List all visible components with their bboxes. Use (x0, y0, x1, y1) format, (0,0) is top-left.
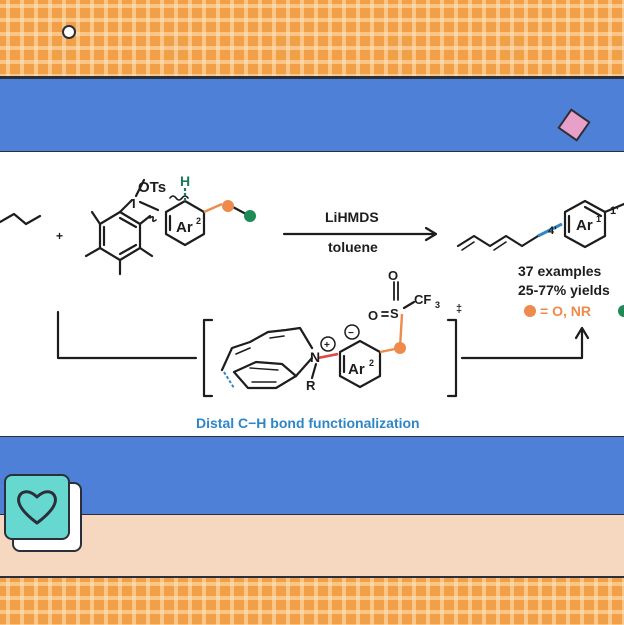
top-patterned-band (0, 0, 624, 78)
product-chain (456, 234, 540, 248)
ots-label: OTs (138, 179, 166, 196)
reaction-scheme: + OTs I H Ar 2 LiHMDS toluene 4' 1' Ar 1… (0, 173, 624, 431)
ts-phenyl-ring (232, 360, 298, 390)
ts-diene (220, 326, 314, 372)
ar2-superscript: 2 (196, 216, 201, 226)
double-dagger: ‡ (456, 303, 462, 315)
position-1-label: 1' (610, 205, 619, 217)
caption: Distal C−H bond functionalization (196, 415, 420, 431)
iodine-label: I (132, 196, 136, 211)
legend-orange-dot (524, 305, 536, 317)
examples-count: 37 examples (518, 263, 601, 279)
minus-charge: − (348, 328, 354, 339)
legend-green-dot (618, 305, 624, 317)
plus-sign: + (56, 229, 63, 243)
reagent-label: LiHMDS (325, 209, 379, 225)
legend-orange-text: = O, NR (540, 303, 591, 319)
connector-right (460, 328, 584, 360)
ts-bracket-right (446, 318, 458, 398)
top-blue-band (0, 76, 624, 154)
bottom-patterned-band (0, 578, 624, 625)
ts-ar2-ring (338, 339, 382, 389)
green-group-dot (244, 210, 256, 222)
ts-bracket-left (202, 318, 214, 398)
bottom-blue-band (0, 437, 624, 517)
nitrogen-label: N (310, 349, 320, 365)
hydrogen-label: H (180, 173, 190, 189)
plus-charge: + (324, 340, 330, 351)
ar1-label: Ar (576, 217, 593, 234)
sulfur-label: S (390, 306, 399, 321)
yield-range: 25-77% yields (518, 282, 610, 298)
circle-decoration (62, 25, 76, 39)
sulfonyl-o-left: O (368, 308, 378, 323)
cf3-label: CF (414, 292, 431, 307)
heart-card (4, 474, 70, 540)
forming-bond (223, 371, 235, 389)
ts-orange-dot (394, 342, 406, 354)
ar1-superscript: 1 (596, 214, 601, 224)
orange-heteroatom-dot (222, 200, 234, 212)
position-4-label: 4' (548, 225, 557, 237)
reaction-scheme-panel: + OTs I H Ar 2 LiHMDS toluene 4' 1' Ar 1… (0, 152, 624, 439)
cf3-subscript: 3 (435, 300, 440, 310)
n-aryl-bond (317, 352, 339, 360)
allyl-fragment (0, 212, 42, 226)
heart-icon (17, 490, 57, 525)
new-cc-bond (537, 222, 563, 238)
ts-ar2-label: Ar (348, 361, 365, 378)
solvent-label: toluene (328, 239, 378, 255)
sulfonyl-o-top: O (388, 268, 398, 283)
ar1-ring (563, 199, 607, 249)
aryl-iodine-bond (118, 198, 134, 214)
r-group-label: R (306, 378, 316, 393)
connector-left (56, 310, 198, 360)
ts-ar2-superscript: 2 (369, 358, 374, 368)
peach-band (0, 515, 624, 579)
ar2-label: Ar (176, 219, 193, 236)
